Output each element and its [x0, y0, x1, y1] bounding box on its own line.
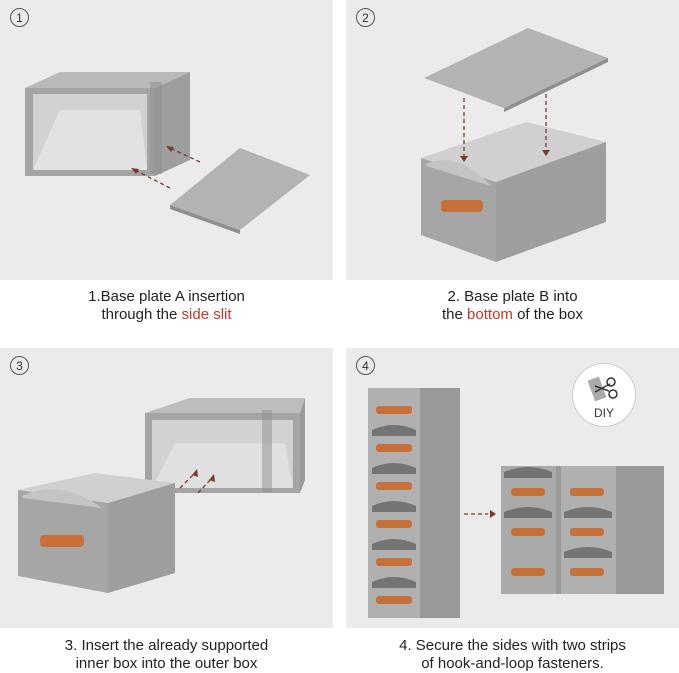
step-number-badge: 4	[356, 356, 375, 375]
step-1-panel: 1	[0, 0, 333, 280]
step-3-panel: 3	[0, 348, 333, 628]
diy-label: DIY	[593, 406, 614, 420]
step-2-panel: 2	[346, 0, 679, 280]
base-plate-b	[424, 28, 608, 108]
box-side	[155, 72, 190, 176]
step-3-illustration	[18, 398, 305, 593]
step-2-illustration	[421, 28, 608, 262]
base-plate-a	[170, 148, 310, 230]
step-1-caption: 1.Base plate A insertion through the sid…	[88, 288, 245, 323]
step-3-caption: 3. Insert the already supported inner bo…	[64, 637, 269, 672]
drawer-row	[376, 406, 412, 604]
step-1-illustration	[25, 72, 310, 234]
box-side	[496, 142, 606, 262]
scissors-icon	[587, 376, 618, 402]
step-4-caption: 4. Secure the sides with two strips of h…	[399, 637, 626, 672]
outer-box-top	[145, 398, 305, 413]
step-number-badge: 2	[356, 8, 375, 27]
step-4-illustration	[368, 388, 664, 618]
leather-handle	[40, 535, 84, 547]
side-slit	[150, 82, 162, 174]
step-number-badge: 3	[10, 356, 29, 375]
step-4-panel: 4	[346, 348, 679, 628]
box-top	[25, 72, 190, 88]
leather-handle	[441, 200, 483, 212]
step-2-caption: 2. Base plate B into the bottom of the b…	[442, 288, 583, 323]
step-number-badge: 1	[10, 8, 29, 27]
diy-badge: DIY	[572, 363, 636, 427]
